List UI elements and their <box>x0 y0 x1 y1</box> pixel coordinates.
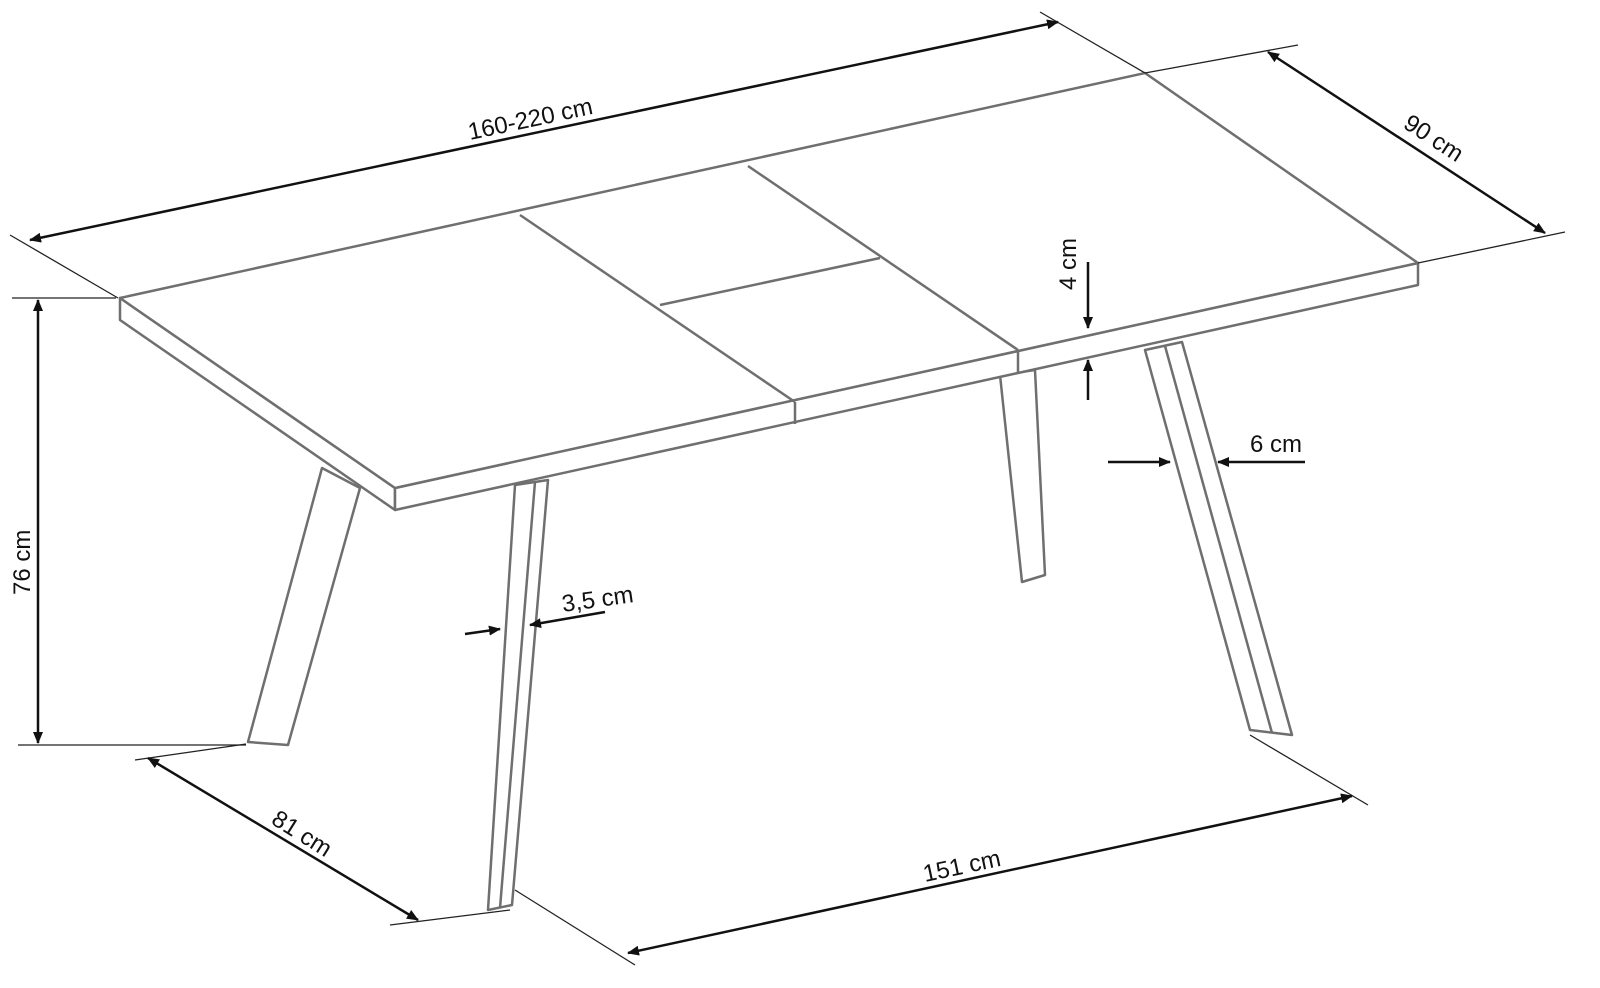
small-leg-arrow-right <box>529 610 606 629</box>
thickness-label: 4 cm <box>1055 238 1082 290</box>
depth-dimension-arrow <box>1267 50 1546 235</box>
height-label: 76 cm <box>9 530 36 595</box>
extension-line <box>1249 734 1369 806</box>
length-dimension-arrow <box>29 19 1059 243</box>
extension-line <box>1039 11 1146 74</box>
extension-line <box>1144 44 1299 74</box>
leg-width-small-label: 3,5 cm <box>560 581 635 618</box>
extension-line <box>1417 231 1566 264</box>
extension-leaf-seam <box>659 256 881 307</box>
leg-back-right <box>998 368 1047 584</box>
small-leg-arrow-left <box>464 625 501 636</box>
leg-right-edge <box>1163 345 1274 734</box>
leg-span-length-arrow <box>627 793 1353 956</box>
extension-line <box>9 234 119 299</box>
length-label: 160-220 cm <box>466 93 596 146</box>
leg-span-depth-label: 81 cm <box>267 805 337 863</box>
leg-width-large-label: 6 cm <box>1250 431 1302 458</box>
extension-line <box>389 909 511 926</box>
extension-line <box>514 889 636 966</box>
extension-seam-left <box>519 213 796 404</box>
leg-left <box>246 466 362 747</box>
leg-front-left-edge <box>498 481 537 909</box>
leg-span-depth-arrow <box>147 756 419 922</box>
extension-line <box>134 743 247 761</box>
